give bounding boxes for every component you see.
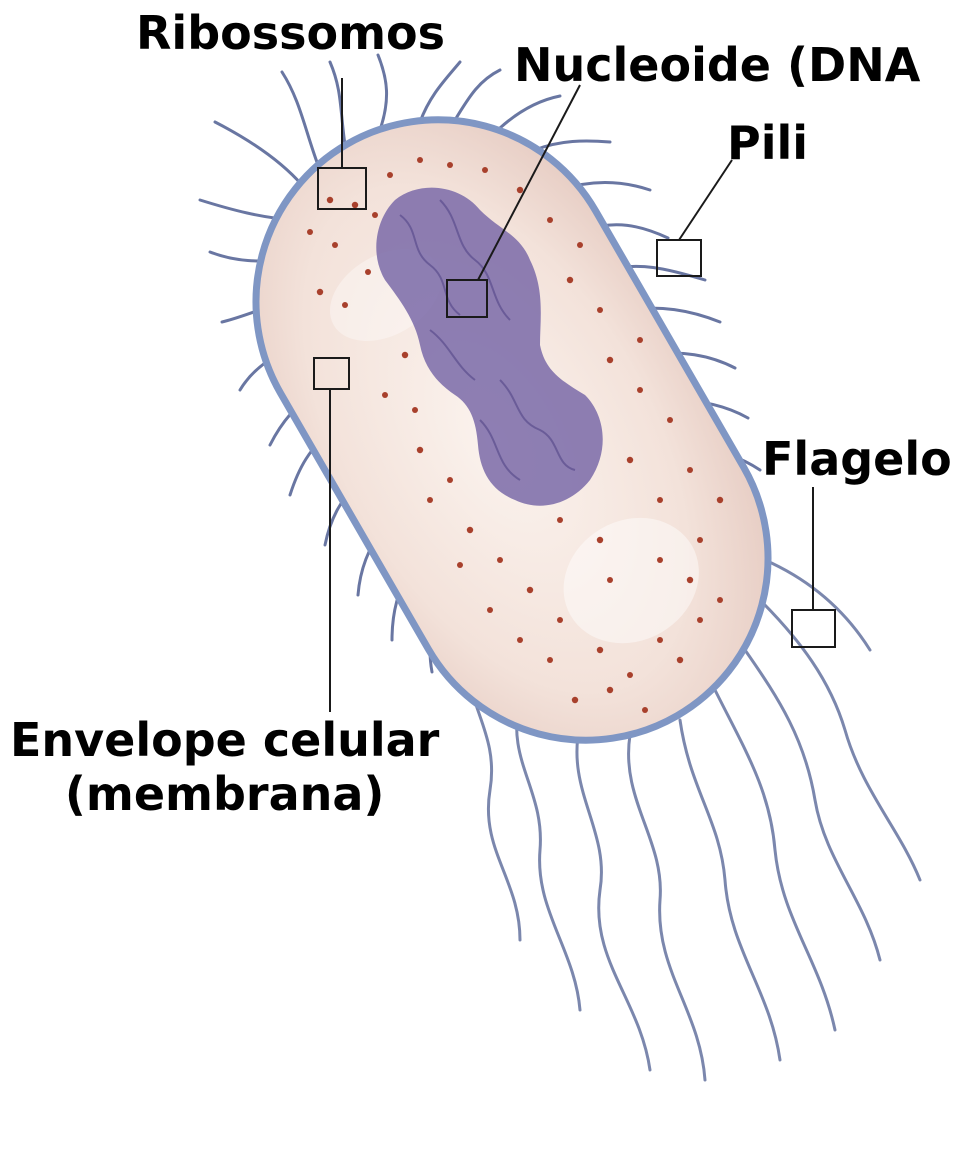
cell-envelope-label: Envelope celular (membrana) <box>10 713 439 822</box>
nucleoid-label: Nucleoide (DNA <box>514 42 920 88</box>
pili-label: Pili <box>727 120 808 166</box>
flagellum-label: Flagelo <box>762 436 952 482</box>
cell-envelope-label-line1: Envelope celular <box>10 713 439 767</box>
ribosomes-label: Ribossomos <box>136 10 445 56</box>
cell-envelope-label-line2: (membrana) <box>10 767 439 821</box>
pili-leader-line <box>679 160 732 240</box>
